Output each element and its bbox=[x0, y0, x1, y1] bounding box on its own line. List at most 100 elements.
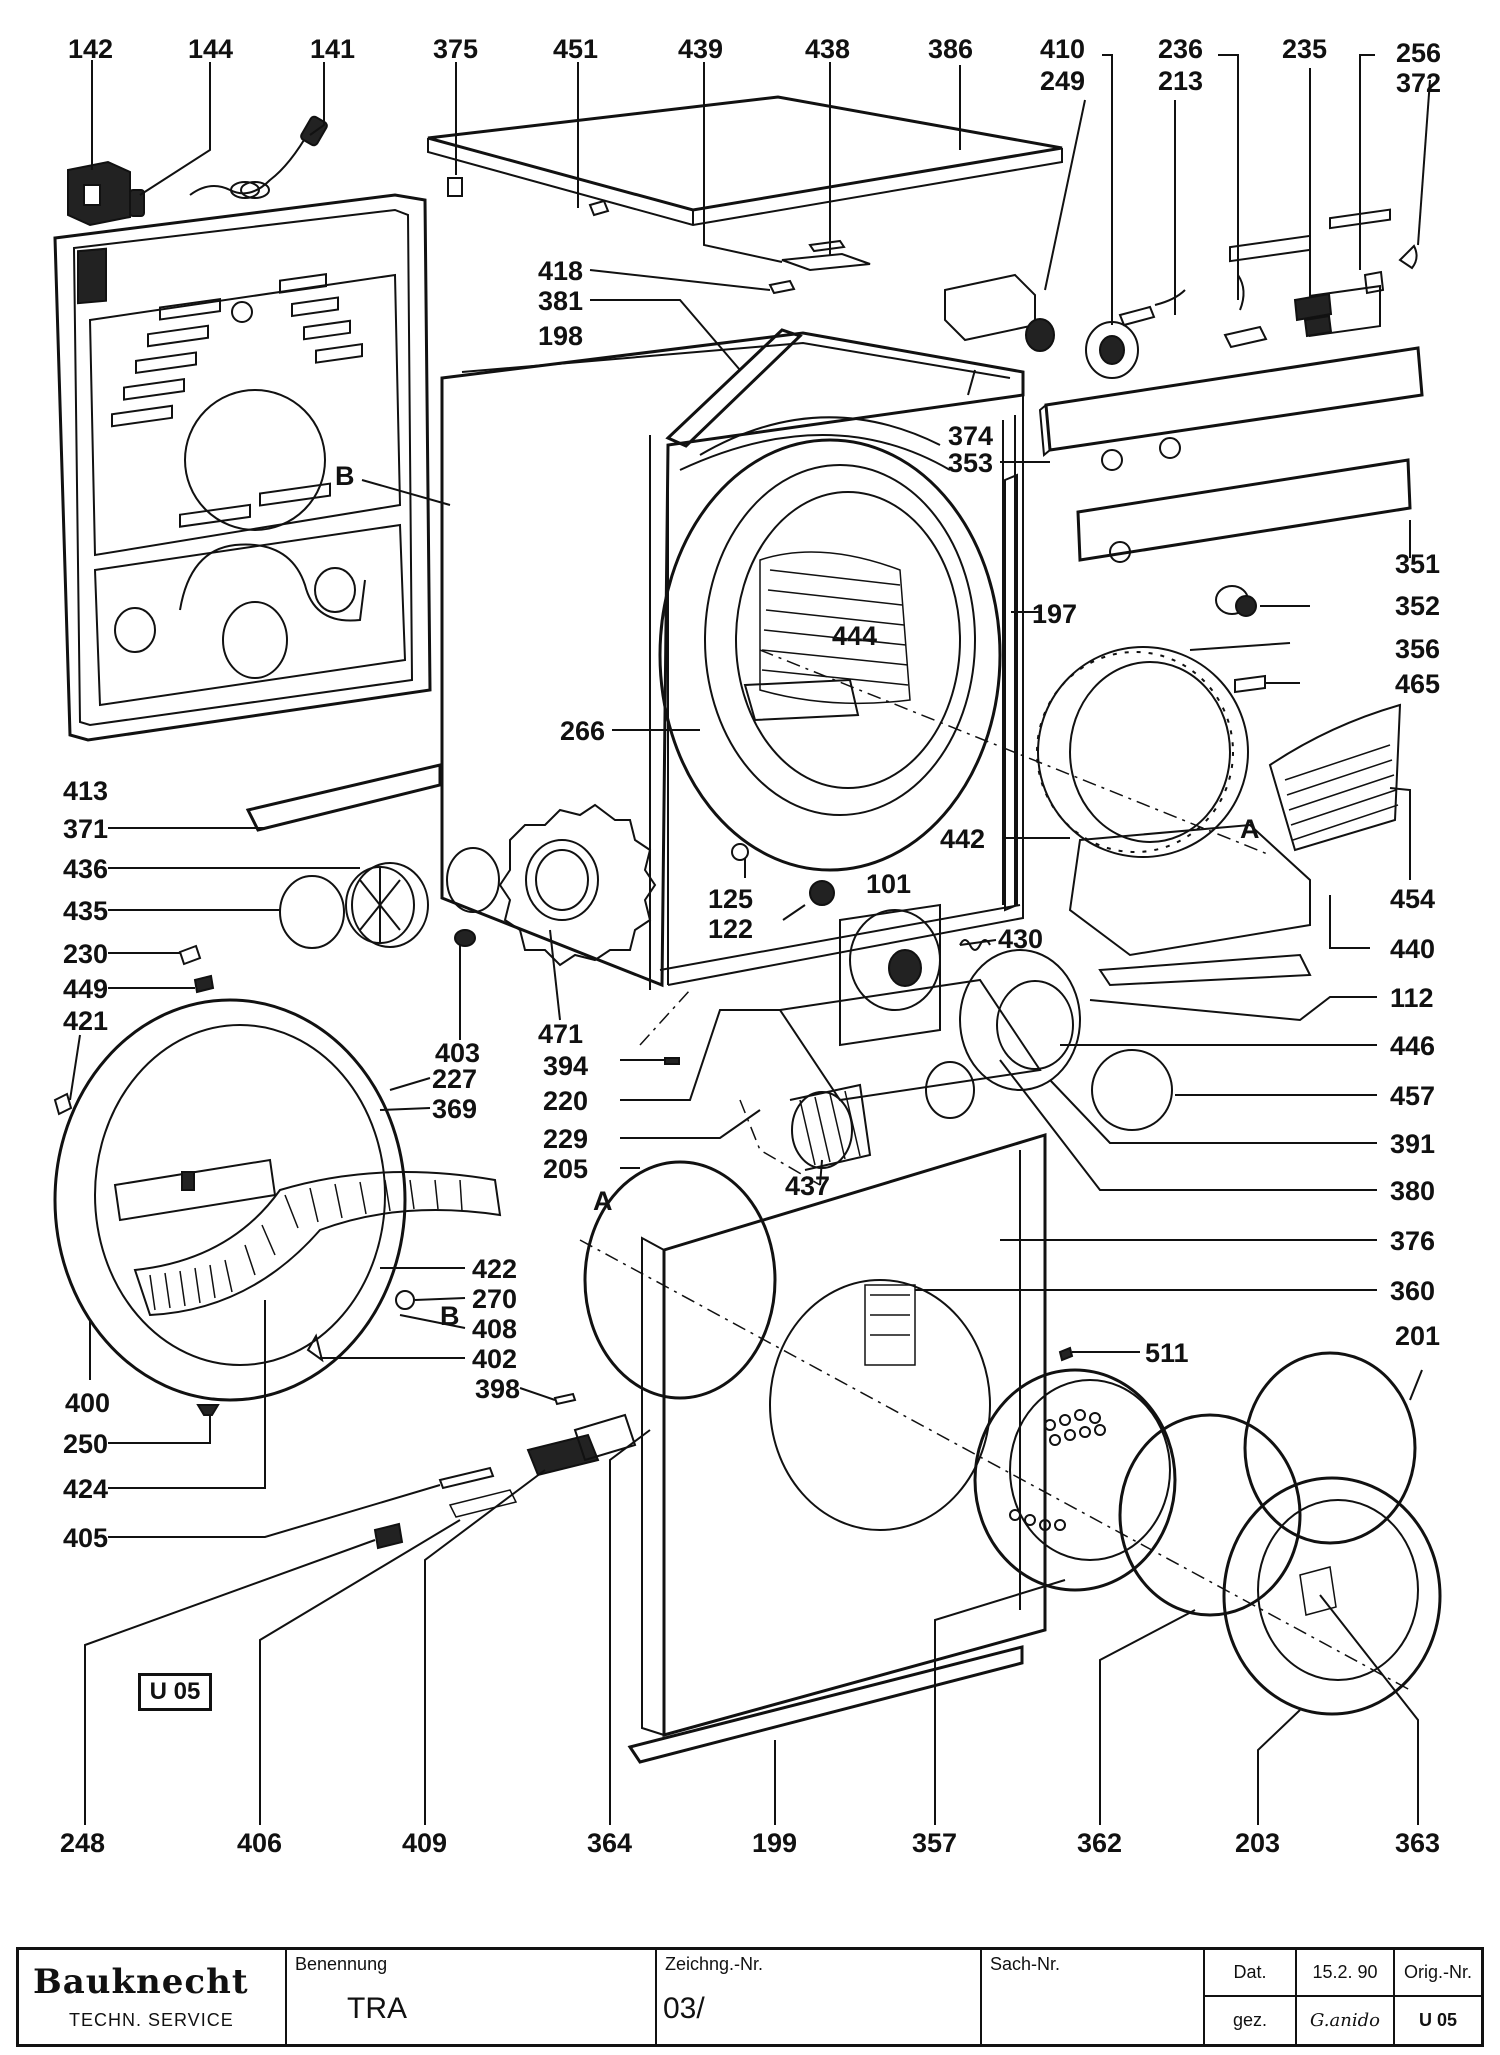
part-label: 376 bbox=[1390, 1226, 1435, 1256]
part-label: 356 bbox=[1395, 634, 1440, 664]
part-label: 236 bbox=[1158, 34, 1203, 64]
dat-label: Dat. bbox=[1205, 1950, 1297, 1997]
part-label: 144 bbox=[188, 34, 233, 64]
part-label: 405 bbox=[63, 1523, 108, 1553]
brand-subtitle: TECHN. SERVICE bbox=[69, 2010, 234, 2030]
part-213-thermostat bbox=[1118, 289, 1186, 327]
part-label: 398 bbox=[475, 1374, 520, 1404]
sach-cell: Sach-Nr. bbox=[982, 1950, 1205, 2044]
part-label: 369 bbox=[432, 1094, 477, 1124]
part-403-foot bbox=[454, 929, 476, 947]
part-471-fan bbox=[498, 803, 657, 967]
part-250-foot bbox=[196, 1404, 220, 1416]
part-371-rail bbox=[245, 763, 442, 832]
benennung-cell: Benennung TRA bbox=[287, 1950, 657, 2044]
part-label: 357 bbox=[912, 1828, 957, 1858]
part-label: 511 bbox=[1145, 1338, 1189, 1368]
part-label: 381 bbox=[538, 286, 583, 316]
part-label: 457 bbox=[1390, 1081, 1435, 1111]
part-number-labels: 142 144 141 375 451 439 438 386 410 249 … bbox=[60, 34, 1441, 1858]
part-409-lock-unit bbox=[526, 1413, 637, 1477]
part-label: 363 bbox=[1395, 1828, 1440, 1858]
part-438-bracket bbox=[781, 252, 871, 272]
part-391-pulley bbox=[925, 1061, 975, 1119]
part-label: 418 bbox=[538, 256, 583, 286]
part-label: 229 bbox=[543, 1124, 588, 1154]
part-label: 406 bbox=[237, 1828, 282, 1858]
part-356-bearing-ring bbox=[1036, 646, 1249, 858]
part-label: 227 bbox=[432, 1064, 477, 1094]
part-511-screw bbox=[1058, 1346, 1074, 1362]
part-label: 353 bbox=[948, 448, 993, 478]
part-125-detail bbox=[731, 843, 749, 861]
gez-label: gez. bbox=[1205, 1997, 1297, 2044]
part-444-drum-mesh bbox=[743, 551, 911, 722]
orig-label: Orig.-Nr. bbox=[1395, 1950, 1481, 1997]
part-label: 391 bbox=[1390, 1129, 1435, 1159]
part-410-timer bbox=[944, 273, 1055, 352]
orig-value: U 05 bbox=[1418, 2010, 1458, 2030]
part-label: 440 bbox=[1390, 934, 1435, 964]
part-405-pin bbox=[438, 1466, 495, 1490]
part-label: 386 bbox=[928, 34, 973, 64]
part-label: 213 bbox=[1158, 66, 1203, 96]
part-label: 142 bbox=[68, 34, 113, 64]
gez-signature: G.anido bbox=[1297, 1997, 1395, 2044]
part-372-clip bbox=[1398, 244, 1418, 270]
zeichnung-value: 03/ bbox=[663, 1992, 705, 2025]
part-label: 250 bbox=[63, 1429, 108, 1459]
part-376-front-panel bbox=[641, 1132, 1047, 1737]
part-label: 266 bbox=[560, 716, 605, 746]
part-label: 442 bbox=[940, 824, 985, 854]
date-orig-cell: Dat. 15.2. 90 Orig.-Nr. gez. G.anido U 0… bbox=[1205, 1950, 1481, 2044]
part-label: 101 bbox=[866, 869, 911, 899]
part-400-door-frame bbox=[53, 998, 407, 1402]
part-label: A bbox=[1240, 814, 1260, 844]
part-label: 408 bbox=[472, 1314, 517, 1344]
part-439-418-clips bbox=[768, 279, 796, 295]
part-266-drum bbox=[658, 416, 1002, 872]
part-label: 394 bbox=[543, 1051, 588, 1081]
benennung-label: Benennung bbox=[295, 1954, 388, 1974]
part-label: 372 bbox=[1396, 68, 1441, 98]
part-label: 199 bbox=[752, 1828, 797, 1858]
part-406-actuator bbox=[448, 1489, 518, 1518]
part-label: 351 bbox=[1395, 549, 1440, 579]
part-249-knob-disk bbox=[1085, 321, 1139, 379]
part-435-cover bbox=[279, 875, 345, 949]
part-457-ring bbox=[1091, 1049, 1173, 1131]
part-label: 249 bbox=[1040, 66, 1085, 96]
part-122-bearing bbox=[809, 880, 835, 906]
part-375-clip bbox=[447, 177, 463, 197]
part-449-clip bbox=[193, 974, 215, 994]
part-label: 197 bbox=[1032, 599, 1077, 629]
part-203-door-frame bbox=[1222, 1476, 1442, 1716]
part-446-blower bbox=[959, 949, 1081, 1091]
sach-label: Sach-Nr. bbox=[990, 1954, 1061, 1974]
part-398-clip bbox=[553, 1392, 577, 1406]
zeichnung-cell: Zeichng.-Nr. 03/ bbox=[657, 1950, 982, 2044]
part-label: B bbox=[335, 461, 355, 491]
part-cabinet-hole bbox=[446, 847, 500, 913]
part-label: 230 bbox=[63, 939, 108, 969]
leader-lines bbox=[69, 54, 1431, 1825]
part-label: 122 bbox=[708, 914, 753, 944]
part-label: 413 bbox=[63, 776, 108, 806]
part-436-fan-wheel bbox=[345, 862, 429, 948]
part-270-cap bbox=[395, 1290, 415, 1310]
part-402-clip bbox=[306, 1333, 324, 1363]
part-label: 424 bbox=[63, 1474, 108, 1504]
part-454-filter bbox=[1268, 703, 1402, 852]
part-357-door-inner bbox=[973, 1368, 1177, 1592]
part-label: 374 bbox=[948, 421, 993, 451]
part-label: 360 bbox=[1390, 1276, 1435, 1306]
part-394-screw bbox=[664, 1057, 680, 1065]
part-360-lock bbox=[864, 1284, 916, 1366]
brand-cell: Bauknecht TECHN. SERVICE bbox=[19, 1950, 287, 2044]
part-label: 380 bbox=[1390, 1176, 1435, 1206]
part-363-handle bbox=[1299, 1566, 1337, 1616]
part-430-spring bbox=[959, 939, 991, 951]
part-label: 205 bbox=[543, 1154, 588, 1184]
part-451-clip bbox=[588, 199, 610, 217]
